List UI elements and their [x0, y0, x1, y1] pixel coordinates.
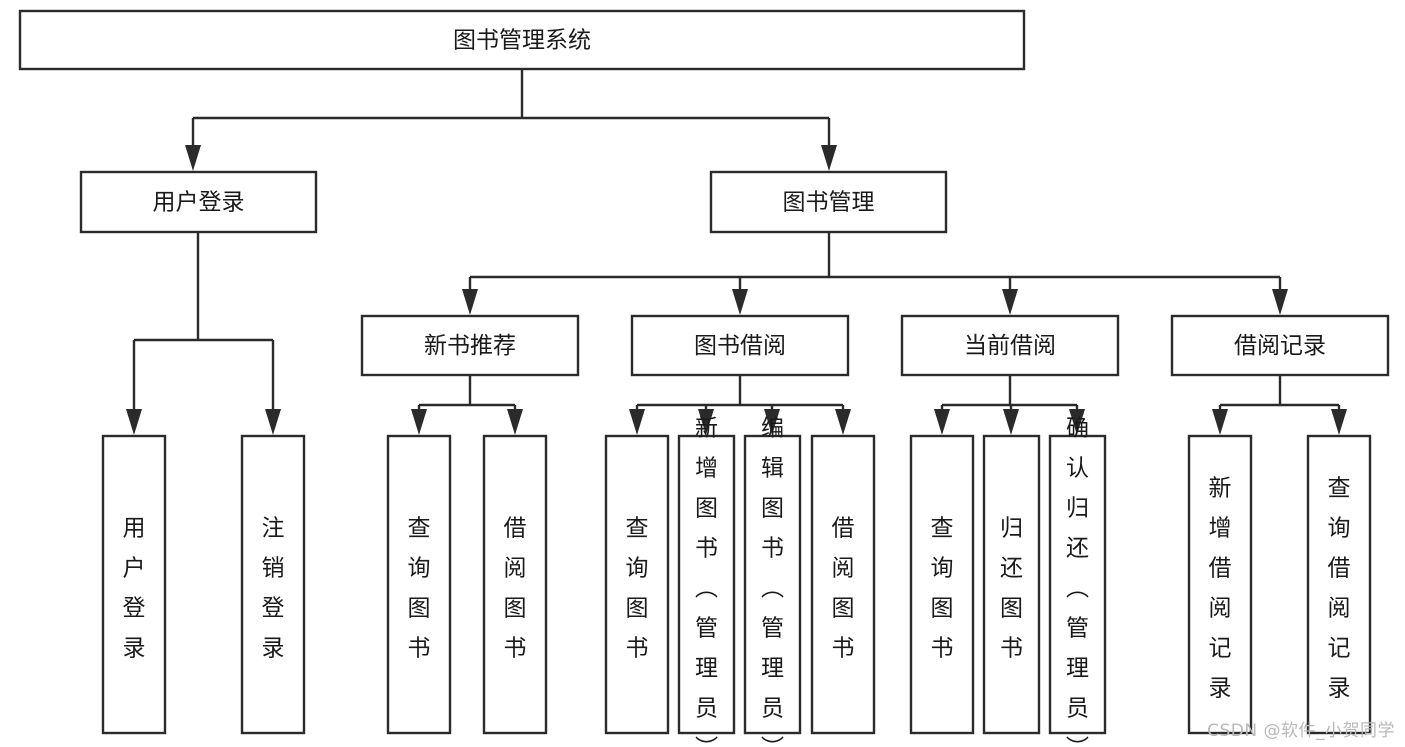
node-label: 图书借阅 [694, 333, 786, 359]
arrow-head-icon [462, 289, 478, 315]
node-box[interactable] [1170, 314, 1390, 377]
leaf-label: 用户登录 [123, 516, 146, 662]
connector-borrow-bus [629, 375, 851, 435]
connector-book-mgmt-bus [462, 232, 1288, 315]
node-root-图书管理系统[interactable]: 图书管理系统 [18, 9, 1026, 71]
arrow-head-icon [629, 409, 645, 435]
connector-current-bus [934, 375, 1085, 435]
node-level2-当前借阅[interactable]: 当前借阅 [900, 314, 1120, 377]
node-level1-用户登录[interactable]: 用户登录 [79, 170, 318, 234]
connector-new-book-bus [411, 375, 523, 435]
leaf-box[interactable] [386, 434, 452, 735]
leaf-box[interactable] [240, 434, 306, 735]
leaf-查询图书[interactable]: 查询图书 [909, 434, 975, 735]
leaf-label: 查询图书 [931, 516, 954, 662]
leaf-新增图书-管理员[interactable]: 新增图书︵管理员︶ [677, 416, 736, 747]
leaf-label: 新增借阅记录 [1209, 476, 1232, 702]
leaf-label: 编辑图书︵管理员︶ [761, 416, 784, 747]
leaf-借阅图书[interactable]: 借阅图书 [482, 434, 548, 735]
leaf-查询图书[interactable]: 查询图书 [604, 434, 670, 735]
leaf-label: 借阅图书 [832, 516, 855, 662]
leaf-查询借阅记录[interactable]: 查询借阅记录 [1306, 434, 1372, 735]
arrow-head-icon [1003, 409, 1019, 435]
arrow-head-icon [185, 145, 201, 171]
node-label: 新书推荐 [424, 333, 516, 359]
leaf-label: 确认归还︵管理员︶ [1066, 416, 1089, 747]
leaf-box[interactable] [743, 434, 802, 735]
arrow-head-icon [411, 409, 427, 435]
arrow-head-icon [934, 409, 950, 435]
connector-user-login-bus [126, 232, 281, 435]
connectors-layer [126, 69, 1347, 435]
leaf-box[interactable] [604, 434, 670, 735]
leaf-新增借阅记录[interactable]: 新增借阅记录 [1187, 434, 1253, 735]
arrow-head-icon [1272, 289, 1288, 315]
node-label: 用户登录 [153, 190, 245, 216]
arrow-head-icon [821, 145, 837, 171]
node-box[interactable] [709, 170, 948, 234]
arrow-head-icon [126, 409, 142, 435]
arrow-head-icon [1212, 409, 1228, 435]
connector-root-bus [185, 69, 837, 171]
node-label: 图书管理系统 [453, 28, 591, 54]
arrow-head-icon [698, 409, 714, 435]
node-box[interactable] [630, 314, 850, 377]
leaf-归还图书[interactable]: 归还图书 [982, 434, 1041, 735]
arrow-head-icon [507, 409, 523, 435]
leaf-编辑图书-管理员[interactable]: 编辑图书︵管理员︶ [743, 416, 802, 747]
leaf-box[interactable] [982, 434, 1041, 735]
arrow-head-icon [835, 409, 851, 435]
leaf-label: 查询图书 [626, 516, 649, 662]
node-level2-图书借阅[interactable]: 图书借阅 [630, 314, 850, 377]
leaf-确认归还-管理员[interactable]: 确认归还︵管理员︶ [1048, 416, 1107, 747]
leaf-box[interactable] [1306, 434, 1372, 735]
leaf-box[interactable] [1187, 434, 1253, 735]
connector-record-bus [1212, 375, 1347, 435]
node-level2-新书推荐[interactable]: 新书推荐 [360, 314, 580, 377]
leaf-用户登录[interactable]: 用户登录 [101, 434, 167, 735]
node-box[interactable] [360, 314, 580, 377]
node-label: 图书管理 [783, 190, 875, 216]
leaf-label: 查询借阅记录 [1328, 476, 1351, 702]
node-box[interactable] [79, 170, 318, 234]
leaf-box[interactable] [101, 434, 167, 735]
leaf-label: 归还图书 [1000, 516, 1023, 662]
leaf-box[interactable] [677, 434, 736, 735]
node-level1-图书管理[interactable]: 图书管理 [709, 170, 948, 234]
node-label: 当前借阅 [964, 333, 1056, 359]
arrow-head-icon [1331, 409, 1347, 435]
node-box[interactable] [18, 9, 1026, 71]
leaf-注销登录[interactable]: 注销登录 [240, 434, 306, 735]
node-box[interactable] [900, 314, 1120, 377]
node-level2-借阅记录[interactable]: 借阅记录 [1170, 314, 1390, 377]
arrow-head-icon [1002, 289, 1018, 315]
leaf-box[interactable] [1048, 434, 1107, 735]
leaf-借阅图书[interactable]: 借阅图书 [810, 434, 876, 735]
leaf-label: 新增图书︵管理员︶ [695, 416, 718, 747]
leaf-box[interactable] [482, 434, 548, 735]
nodes-layer: 图书管理系统用户登录图书管理新书推荐图书借阅当前借阅借阅记录用户登录注销登录查询… [18, 9, 1390, 747]
leaf-label: 查询图书 [408, 516, 431, 662]
arrow-head-icon [265, 409, 281, 435]
leaf-label: 借阅图书 [504, 516, 527, 662]
arrow-head-icon [732, 289, 748, 315]
leaf-label: 注销登录 [262, 516, 285, 662]
leaf-box[interactable] [909, 434, 975, 735]
leaf-box[interactable] [810, 434, 876, 735]
node-label: 借阅记录 [1234, 333, 1326, 359]
leaf-查询图书[interactable]: 查询图书 [386, 434, 452, 735]
arrow-head-icon [1069, 409, 1085, 435]
arrow-head-icon [764, 409, 780, 435]
